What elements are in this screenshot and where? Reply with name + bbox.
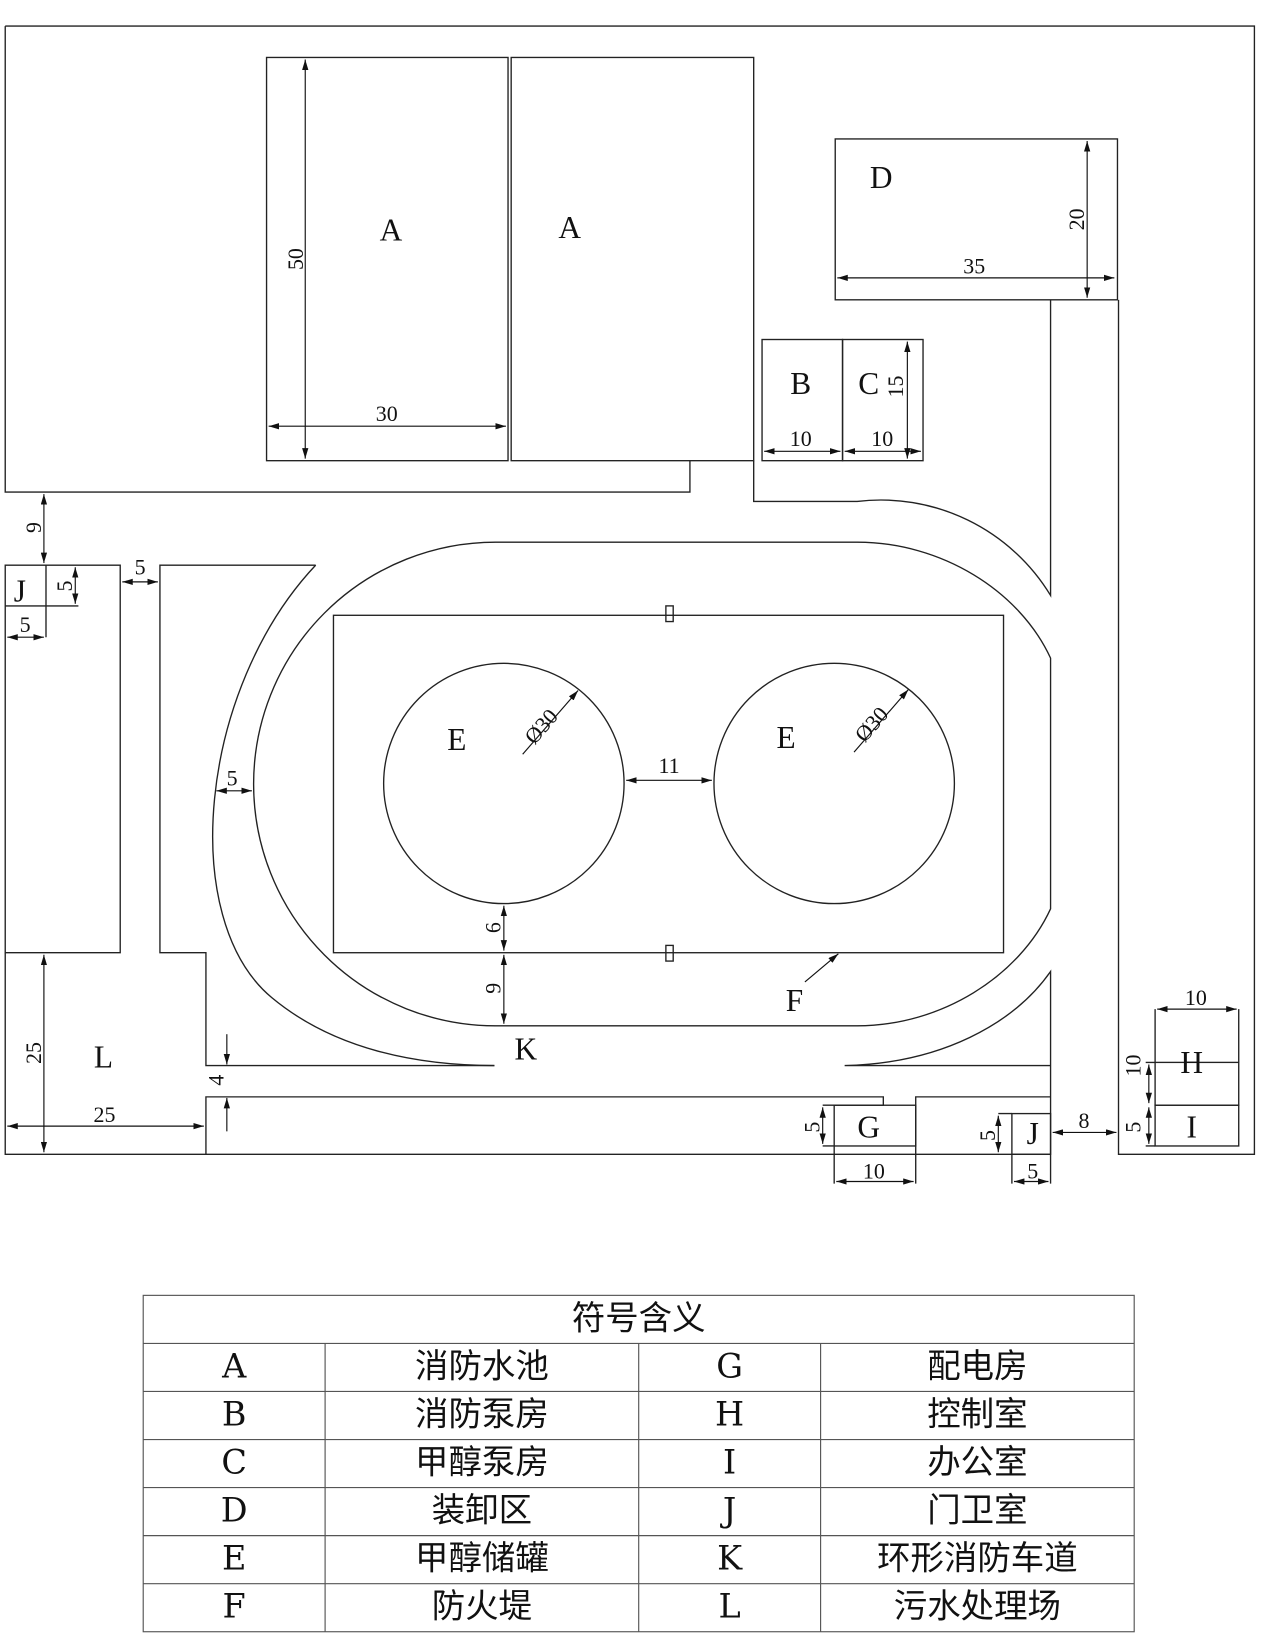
legend-meaning: 办公室 xyxy=(927,1443,1027,1482)
legend-symbol: G xyxy=(716,1346,743,1385)
dim-tank2-diameter: Ø30 xyxy=(850,702,894,747)
legend-symbol: F xyxy=(223,1587,246,1626)
zone-label-l: L xyxy=(94,1040,113,1075)
dim-j1-width: 5 xyxy=(20,612,31,637)
dim-dike-to-road: 9 xyxy=(481,983,506,994)
legend-symbol: D xyxy=(221,1491,248,1530)
legend-meaning: 门卫室 xyxy=(927,1491,1027,1530)
zone-label-h: H xyxy=(1180,1045,1203,1080)
dim-i-height: 5 xyxy=(1120,1122,1145,1133)
legend-meaning: 污水处理场 xyxy=(894,1587,1061,1626)
legend-symbol: L xyxy=(719,1587,741,1626)
zone-label-j1: J xyxy=(14,574,26,609)
dimension-lines xyxy=(7,59,1237,1185)
legend-symbol: E xyxy=(222,1539,246,1578)
road-lower-edge xyxy=(205,1096,884,1155)
dim-l-height: 25 xyxy=(21,1042,46,1064)
dim-c-height: 15 xyxy=(883,376,908,398)
dim-gap-top-j: 9 xyxy=(21,522,46,533)
dim-j-to-road: 5 xyxy=(135,555,146,580)
office-i xyxy=(1154,1104,1240,1147)
zone-labels: A A D B C J E E F K L G J H I xyxy=(14,160,1203,1151)
ring-road-oval xyxy=(252,541,1052,1027)
zone-label-e1: E xyxy=(447,722,466,757)
road-outer-arc-left xyxy=(212,564,495,1067)
gatehouse-j1-cell xyxy=(5,565,79,638)
hi-ext xyxy=(1145,1009,1240,1147)
loading-area-d xyxy=(834,138,1119,301)
dike-marker-bottom xyxy=(665,944,674,962)
legend-meaning: 消防泵房 xyxy=(415,1395,549,1434)
legend-meaning: 环形消防车道 xyxy=(877,1539,1078,1578)
legend-symbol: A xyxy=(221,1346,247,1385)
dike-marker-top xyxy=(665,605,674,623)
dim-a-width: 30 xyxy=(376,401,398,426)
zone-label-e2: E xyxy=(777,720,796,755)
dim-gate-to-office: 8 xyxy=(1079,1108,1090,1133)
zone-label-c: C xyxy=(858,366,879,401)
zone-label-f: F xyxy=(786,983,803,1018)
dim-c-width: 10 xyxy=(871,426,893,451)
dim-j1-height: 5 xyxy=(52,581,77,592)
fire-pool-a1 xyxy=(265,56,509,462)
zone-label-j2: J xyxy=(1027,1116,1039,1151)
methanol-pump-room-c xyxy=(841,338,924,462)
road-outer-arc-right xyxy=(844,969,1052,1155)
road-inner-left-edge xyxy=(159,564,495,1067)
legend-meaning: 控制室 xyxy=(927,1395,1027,1434)
left-strip xyxy=(4,564,121,954)
legend-symbol: H xyxy=(715,1395,744,1434)
zone-label-i: I xyxy=(1186,1110,1196,1145)
power-room-g xyxy=(833,1104,917,1147)
legend-meaning: 消防水池 xyxy=(415,1346,549,1385)
dim-road-gap: 4 xyxy=(204,1075,229,1086)
storage-area-boundary xyxy=(4,26,691,493)
zone-label-b: B xyxy=(790,366,811,401)
dim-j2-width: 5 xyxy=(1027,1158,1038,1183)
dim-tank-gap: 11 xyxy=(658,753,679,778)
site-boundary xyxy=(5,25,1256,1156)
legend-symbol: I xyxy=(723,1443,736,1482)
gatehouse-j2-ext xyxy=(998,1112,1052,1184)
legend-symbol: B xyxy=(222,1395,247,1434)
zone-label-d: D xyxy=(870,160,893,195)
legend-symbol: C xyxy=(221,1443,247,1482)
methanol-tank-e2 xyxy=(713,662,956,905)
zone-label-k: K xyxy=(514,1031,537,1066)
legend-title: 符号含义 xyxy=(572,1298,706,1337)
dim-tank1-diameter: Ø30 xyxy=(519,704,563,749)
zone-label-a2: A xyxy=(558,210,581,245)
dim-a-height: 50 xyxy=(283,248,308,270)
methanol-tank-e1 xyxy=(382,662,625,905)
zone-label-a1: A xyxy=(380,212,403,247)
fire-pool-a2 xyxy=(510,56,755,462)
dimension-labels: 50 30 20 35 15 10 10 9 5 5 5 5 11 Ø30 Ø3… xyxy=(20,208,1207,1183)
dim-l-width: 25 xyxy=(94,1102,116,1127)
dim-road-width: 5 xyxy=(227,766,238,791)
zone-label-g: G xyxy=(857,1110,880,1145)
site-outlines xyxy=(4,25,1256,1184)
legend-table: 符号含义 A 消防水池 G 配电房 B 消防泵房 H 控制室 C 甲醇泵房 I … xyxy=(142,1294,1135,1633)
dim-h-height: 10 xyxy=(1120,1055,1145,1077)
gatehouse-j2 xyxy=(1011,1112,1052,1156)
legend-meaning: 甲醇储罐 xyxy=(415,1539,549,1578)
sewage-area-l xyxy=(4,952,1051,1156)
dim-d-width: 35 xyxy=(963,254,985,279)
legend-meaning: 装卸区 xyxy=(432,1491,532,1530)
dim-g-width: 10 xyxy=(863,1158,885,1183)
road-upper-right-edge xyxy=(753,299,1052,598)
power-room-g-ext xyxy=(822,1145,917,1184)
legend-symbol: J xyxy=(720,1491,736,1530)
dim-d-height: 20 xyxy=(1064,208,1089,230)
dim-h-width: 10 xyxy=(1185,985,1207,1010)
legend-symbol: K xyxy=(717,1539,743,1578)
legend-meaning: 配电房 xyxy=(927,1346,1027,1385)
dim-b-width: 10 xyxy=(790,426,812,451)
dim-tank-to-dike: 6 xyxy=(481,922,506,933)
legend-meaning: 防火堤 xyxy=(432,1587,532,1626)
dim-g-height: 5 xyxy=(800,1122,825,1133)
dim-j2-height: 5 xyxy=(975,1130,1000,1141)
fire-dike-f xyxy=(332,614,1005,954)
legend-meaning: 甲醇泵房 xyxy=(415,1443,549,1482)
